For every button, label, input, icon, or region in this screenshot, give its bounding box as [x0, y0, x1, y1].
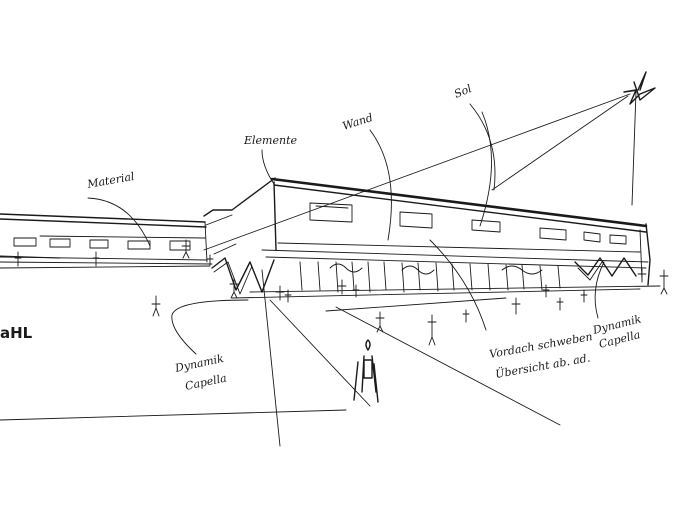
- annotation-sol: Sol: [452, 82, 474, 101]
- leader-lines: [0, 103, 605, 447]
- annotation-elemente: Elemente: [243, 134, 298, 147]
- annotations: Material Elemente Wand Sol aHL Dynamik C…: [0, 82, 643, 393]
- annotation-material: Material: [85, 170, 136, 191]
- annotation-support-note-1: Dynamik: [173, 352, 225, 375]
- annotation-wand: Wand: [341, 111, 375, 133]
- sun-star-icon: [623, 71, 656, 206]
- colonnade: [299, 261, 561, 293]
- left-low-building: [0, 213, 211, 269]
- sun-rays: [203, 93, 631, 255]
- annotation-support-note-2: Capella: [184, 371, 228, 392]
- roof-connector: [203, 177, 276, 226]
- human-figures: [14, 239, 669, 403]
- zigzag-supports: [211, 257, 637, 295]
- main-building: [231, 177, 661, 299]
- annotation-left-mark: aHL: [0, 324, 33, 342]
- ground-lines: [0, 255, 561, 426]
